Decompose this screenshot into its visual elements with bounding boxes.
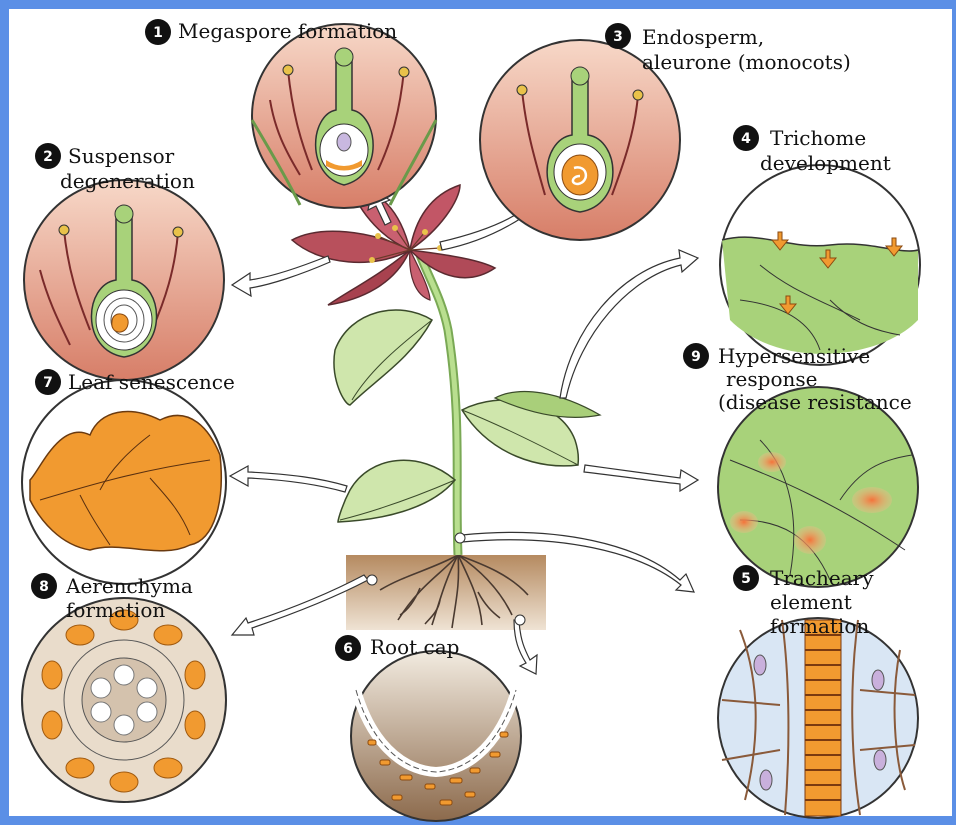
number-5: 5 [741, 571, 751, 587]
label-2-line1: Suspensor [68, 144, 175, 168]
arrow-to-7 [230, 466, 347, 492]
number-7: 7 [43, 375, 53, 391]
inset-trichome [720, 165, 920, 365]
label-5-line2: element [770, 590, 852, 614]
inset-root-cap [351, 651, 521, 821]
label-3-line1: Endosperm, [642, 25, 764, 49]
inset-suspensor [24, 180, 224, 380]
label-1-text: Megaspore formation [178, 19, 397, 43]
inset-megaspore [252, 24, 436, 208]
number-1: 1 [153, 25, 163, 41]
leaf-lower-left [338, 460, 455, 522]
inset-tracheary [718, 618, 918, 818]
label-6: 6 Root cap [335, 635, 459, 661]
label-9: 9 Hypersensitive response (disease resis… [683, 343, 912, 414]
label-4-line1: Trichome [770, 126, 866, 150]
label-4: 4 Trichome development [733, 125, 891, 175]
inset-hypersensitive [718, 387, 918, 587]
arrow-to-2 [232, 256, 330, 296]
label-9-line2: response [726, 367, 817, 391]
inset-aerenchyma [22, 598, 226, 802]
label-2: 2 Suspensor degeneration [35, 143, 195, 193]
number-3: 3 [613, 29, 623, 45]
number-2: 2 [43, 149, 53, 165]
number-8: 8 [39, 579, 49, 595]
inset-leaf-senescence [22, 380, 226, 584]
arrow-to-4 [560, 250, 698, 398]
label-5-line3: formation [770, 614, 869, 638]
label-9-line3: (disease resistance [718, 390, 912, 414]
central-plant [292, 185, 600, 630]
label-2-line2: degeneration [60, 169, 195, 193]
label-8-line1: Aerenchyma [65, 574, 193, 598]
arrow-to-9 [584, 465, 698, 491]
label-7-text: Leaf senescence [68, 370, 235, 394]
label-3-line2: aleurone (monocots) [642, 50, 851, 74]
number-4: 4 [741, 131, 751, 147]
leaf-upper-left [334, 310, 432, 405]
label-8-line2: formation [66, 598, 165, 622]
label-1: 1 Megaspore formation [145, 19, 397, 45]
number-6: 6 [343, 641, 353, 657]
label-4-line2: development [760, 151, 891, 175]
label-6-text: Root cap [370, 635, 459, 659]
label-9-line1: Hypersensitive [718, 344, 870, 368]
label-3: 3 Endosperm, aleurone (monocots) [605, 23, 851, 74]
label-5: 5 Tracheary element formation [733, 565, 874, 638]
label-5-line1: Tracheary [770, 566, 874, 590]
label-7: 7 Leaf senescence [35, 369, 235, 395]
number-9: 9 [691, 349, 701, 365]
